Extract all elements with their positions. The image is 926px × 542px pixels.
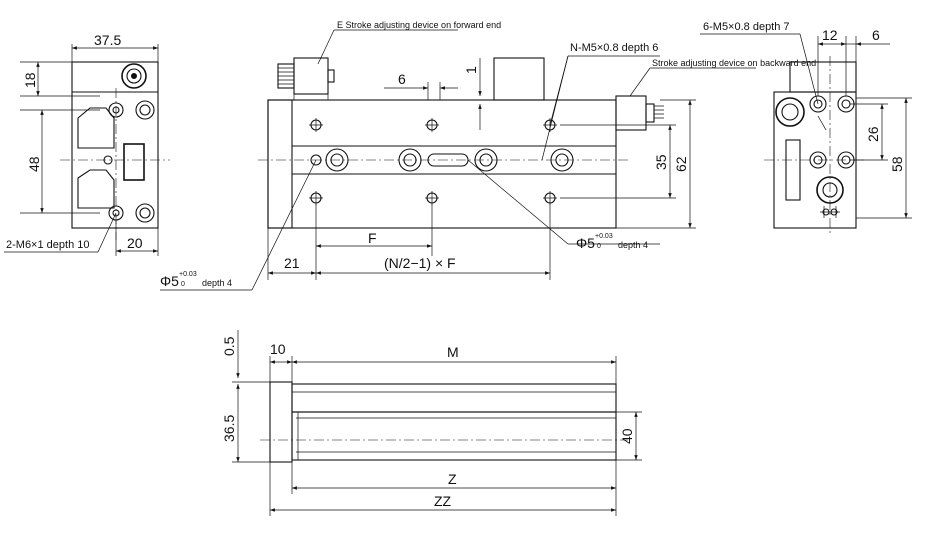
dim-0-5: 0.5 [221, 336, 237, 356]
dim-12: 12 [822, 27, 838, 43]
hole-row-top [309, 118, 557, 132]
phi5-right-tol-bot: 0 [597, 243, 601, 250]
phi5-left-label: Φ5 [160, 273, 179, 289]
left-end-view: 37.5 18 48 20 2-M6×1 depth 10 [4, 32, 170, 256]
dim-37-5: 37.5 [94, 32, 121, 48]
dim-1: 1 [463, 66, 479, 74]
dim-18: 18 [22, 72, 38, 88]
dim-10: 10 [270, 341, 286, 357]
dim-6-right: 6 [872, 27, 880, 43]
top-view: E Stroke adjusting device on forward end… [160, 20, 816, 291]
dim-58: 58 [889, 156, 905, 172]
stroke-backward-note: Stroke adjusting device on backward end [652, 58, 816, 68]
m6-thread-note: 2-M6×1 depth 10 [6, 239, 89, 251]
dim-62: 62 [673, 156, 689, 172]
dim-M: M [447, 344, 459, 360]
phi5-left-tol-bot: 0 [181, 281, 185, 288]
m5-right-note: 6-M5×0.8 depth 7 [703, 21, 790, 33]
hole-row-middle [310, 148, 574, 172]
stroke-forward-note: E Stroke adjusting device on forward end [337, 20, 501, 30]
phi5-right-tol-top: +0.03 [595, 233, 613, 240]
dim-Z: Z [448, 471, 457, 487]
phi5-right-depth: depth 4 [618, 240, 648, 250]
dim-36-5: 36.5 [221, 415, 237, 442]
dim-26: 26 [865, 126, 881, 142]
dim-20: 20 [127, 235, 143, 251]
dim-ZZ: ZZ [434, 493, 452, 509]
right-end-view: 6-M5×0.8 depth 7 12 6 26 58 [700, 21, 912, 236]
dim-21: 21 [284, 255, 300, 271]
phi5-right-label: Φ5 [576, 235, 595, 251]
side-view: 0.5 36.5 10 M 40 Z ZZ [221, 330, 642, 516]
hole-row-bottom [309, 191, 557, 205]
dim-48: 48 [26, 156, 42, 172]
dim-F: F [368, 230, 377, 246]
dim-35: 35 [653, 154, 669, 170]
dim-40: 40 [619, 428, 635, 444]
dim-N-F: (N/2−1) × F [384, 255, 456, 271]
n-m5-note: N-M5×0.8 depth 6 [570, 42, 658, 54]
dim-6-top: 6 [398, 71, 406, 87]
phi5-left-tol-top: +0.03 [179, 271, 197, 278]
phi5-left-depth: depth 4 [202, 278, 232, 288]
